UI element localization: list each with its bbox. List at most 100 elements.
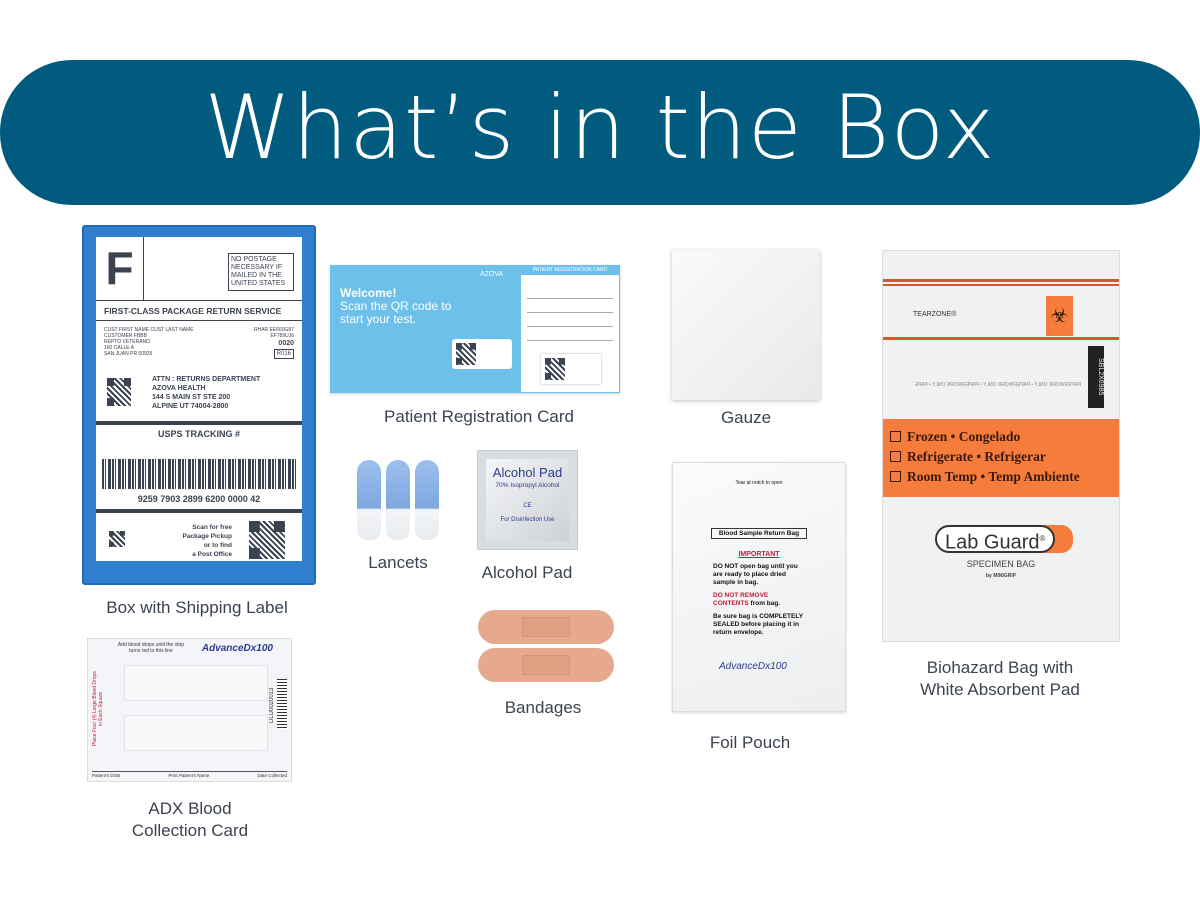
storage-option: Refrigerate • Refrigerar bbox=[883, 447, 1119, 467]
footer-field: Date Collected bbox=[257, 773, 287, 778]
storage-option-text: Room Temp • Temp Ambiente bbox=[907, 469, 1080, 484]
page-title: What’s in the Box bbox=[204, 76, 996, 179]
advancedx-logo: AdvanceDx100 bbox=[719, 661, 787, 672]
adx-serial: DLU0020013 bbox=[269, 687, 275, 723]
adx-side-text: Place Four (4) Large Blood Drops in Each… bbox=[92, 671, 104, 747]
lancet-image bbox=[386, 460, 410, 540]
routing-code: RHAR EE660G87 bbox=[253, 327, 294, 333]
recipient-line: ALPINE UT 74004-2800 bbox=[152, 403, 229, 410]
sender-line: SAN JUAN PR 00926 bbox=[104, 351, 153, 357]
sender-line: REPTO VETERANO bbox=[104, 339, 151, 345]
bandage-image bbox=[478, 610, 614, 644]
barcode-icon bbox=[277, 679, 287, 729]
reg-card-title: PATIENT REGISTRATION CARD bbox=[521, 266, 619, 275]
adx-instruction: Add blood drops until the strip turns re… bbox=[117, 642, 185, 654]
welcome-text: Welcome! Scan the QR code to start your … bbox=[340, 287, 470, 326]
instruction-3: Be sure bag is COMPLETELY SEALED before … bbox=[713, 613, 803, 636]
storage-options: Frozen • Congelado Refrigerate • Refrige… bbox=[883, 419, 1119, 497]
recipient-line: AZOVA HEALTH bbox=[152, 385, 206, 392]
specimen-bag-text: SPECIMEN BAG bbox=[966, 559, 1036, 569]
pouch-title: Blood Sample Return Bag bbox=[711, 528, 807, 539]
blood-drop-square bbox=[124, 665, 268, 701]
blood-drop-square bbox=[124, 715, 268, 751]
pickup-line: Scan for free bbox=[192, 524, 232, 531]
registration-card-image: AZOVA Welcome! Scan the QR code to start… bbox=[330, 265, 620, 393]
box-label: Box with Shipping Label bbox=[106, 598, 288, 617]
instruction-1: DO NOT open bag until you are ready to p… bbox=[713, 563, 798, 586]
important-heading: IMPORTANT bbox=[738, 551, 780, 558]
tearzone-text: TEARZONE® bbox=[913, 311, 957, 318]
pickup-line: a Post Office bbox=[192, 551, 232, 558]
recipient-line: ATTN : RETURNS DEPARTMENT bbox=[152, 376, 261, 383]
qr-code-icon bbox=[248, 520, 286, 560]
routing-code: EF789UJ6 bbox=[270, 333, 294, 339]
checkbox-icon bbox=[890, 471, 901, 482]
storage-option: Frozen • Congelado bbox=[883, 427, 1119, 447]
pickup-line: or to find bbox=[203, 542, 232, 549]
instruction-2: DO NOT REMOVE CONTENTS from bag. bbox=[713, 592, 803, 608]
lancet-image bbox=[357, 460, 381, 540]
routing-code: R016 bbox=[273, 349, 294, 359]
bandage-image bbox=[478, 648, 614, 682]
checkbox-icon bbox=[890, 451, 901, 462]
tracking-number: 9259 7903 2899 6200 0000 42 bbox=[137, 494, 261, 504]
barcode-icon bbox=[102, 459, 296, 489]
lab-guard-name: Lab Guard bbox=[945, 531, 1040, 554]
foil-pouch-image: Tear at notch to open Blood Sample Retur… bbox=[672, 462, 846, 712]
alcohol-pad-face: Alcohol Pad 70% Isopropyl Alcohol CE For… bbox=[486, 459, 569, 541]
pickup-line: Package Pickup bbox=[182, 533, 233, 540]
gauze-image bbox=[672, 250, 820, 400]
registration-card-label: Patient Registration Card bbox=[384, 407, 574, 426]
form-line bbox=[527, 289, 613, 299]
gauze-label: Gauze bbox=[720, 408, 772, 427]
biohazard-bag-image: TEARZONE® ☣ PAPERWORK ONLY • PAPERWORK O… bbox=[882, 250, 1120, 642]
qr-code-icon bbox=[106, 377, 132, 407]
foil-pouch-label: Foil Pouch bbox=[709, 733, 791, 752]
storage-option: Room Temp • Temp Ambiente bbox=[883, 467, 1119, 487]
bag-label-line2: White Absorbent Pad bbox=[920, 680, 1080, 699]
qr-sticker bbox=[452, 339, 512, 369]
form-line bbox=[527, 299, 613, 313]
paperwork-text: PAPERWORK ONLY • PAPERWORK ONLY • PAPERW… bbox=[914, 382, 1081, 388]
alcohol-pad-image: Alcohol Pad 70% Isopropyl Alcohol CE For… bbox=[477, 450, 578, 550]
checkbox-icon bbox=[890, 431, 901, 442]
recipient-line: 144 S MAIN ST STE 200 bbox=[152, 394, 231, 401]
adx-card-label-line2: Collection Card bbox=[131, 821, 249, 840]
seal-stripe bbox=[883, 337, 1119, 340]
routing-code: 0020 bbox=[278, 340, 294, 347]
sender-line: CUSTOMER FBBB bbox=[104, 333, 147, 339]
advancedx-logo: AdvanceDx100 bbox=[201, 643, 273, 654]
qr-code-icon bbox=[455, 342, 477, 366]
label-top-row: F NO POSTAGE NECESSARY IF MAILED IN THE … bbox=[96, 237, 302, 301]
instruction-2-warning: DO NOT REMOVE CONTENTS bbox=[713, 592, 769, 607]
bandage-pad bbox=[522, 617, 570, 637]
shipping-box-image: F NO POSTAGE NECESSARY IF MAILED IN THE … bbox=[82, 225, 316, 585]
lab-guard-logo: Lab Guard® bbox=[935, 525, 1056, 554]
form-line bbox=[527, 313, 613, 327]
bag-code: SBL2X6985 bbox=[1088, 346, 1104, 408]
qr-code-icon bbox=[108, 530, 126, 548]
bag-label-line1: Biohazard Bag with bbox=[926, 658, 1074, 677]
storage-option-text: Frozen • Congelado bbox=[907, 429, 1021, 444]
seal-stripe bbox=[883, 284, 1119, 286]
divider bbox=[96, 509, 302, 513]
scan-instruction: Scan the QR code to start your test. bbox=[340, 299, 452, 326]
minigrip-text: by MINIGRIP bbox=[985, 573, 1016, 579]
divider bbox=[96, 421, 302, 425]
header-banner: What’s in the Box bbox=[0, 60, 1200, 205]
tracking-heading: USPS TRACKING # bbox=[157, 429, 240, 439]
sender-line: 160 CALLE A bbox=[104, 345, 135, 351]
instruction-2-rest: from bag. bbox=[748, 600, 781, 607]
adx-card-label-line1: ADX Blood bbox=[148, 799, 232, 818]
storage-options-list: Frozen • Congelado Refrigerate • Refrige… bbox=[883, 419, 1119, 487]
footer-field: Print Patient's Name bbox=[168, 773, 210, 778]
lab-guard-registered-mark: ® bbox=[1039, 534, 1046, 543]
class-letter: F bbox=[96, 237, 144, 300]
azova-logo: AZOVA bbox=[480, 271, 504, 278]
qr-sticker bbox=[541, 354, 601, 384]
lancets-label: Lancets bbox=[368, 553, 428, 572]
tear-note: Tear at notch to open bbox=[735, 480, 783, 486]
